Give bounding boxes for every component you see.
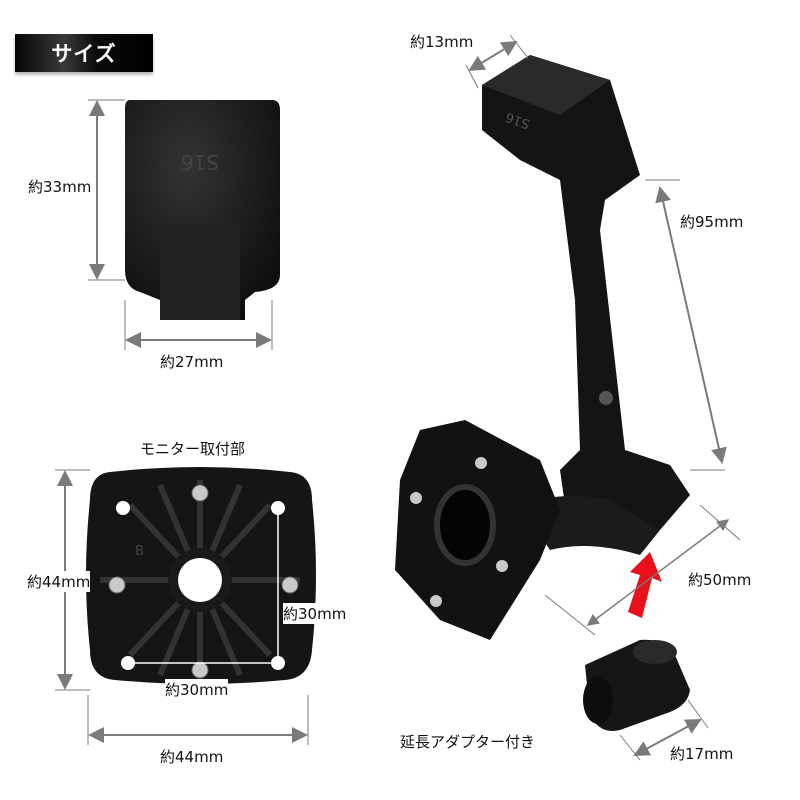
- monitor-mount-plate: B: [86, 467, 316, 684]
- arm-top-view: S16: [125, 100, 280, 320]
- size-title: サイズ: [51, 42, 117, 66]
- arm-length-label: 約95mm: [680, 213, 744, 231]
- svg-text:B: B: [135, 544, 144, 559]
- mount-height-label: 約44mm: [27, 571, 91, 592]
- hole-spacing-horizontal-label: 約30mm: [165, 679, 229, 700]
- hole-spacing-vertical-label: 約30mm: [283, 603, 347, 624]
- red-arrow: [628, 552, 662, 618]
- svg-text:S16: S16: [181, 150, 219, 174]
- adapter-size-label: 約17mm: [670, 745, 734, 763]
- size-badge: サイズ: [15, 34, 153, 72]
- arm-product: S16: [395, 55, 690, 640]
- top-width-label: 約27mm: [160, 353, 224, 371]
- adapter-label: 延長アダプター付き: [400, 733, 536, 751]
- top-height-label: 約33mm: [28, 178, 92, 196]
- arm-tip-width-label: 約13mm: [410, 33, 474, 51]
- arm-base-label: 約50mm: [688, 571, 752, 589]
- mount-width-label: 約44mm: [160, 748, 224, 766]
- monitor-mount-title: モニター取付部: [140, 440, 246, 458]
- extension-adapter: [583, 639, 690, 731]
